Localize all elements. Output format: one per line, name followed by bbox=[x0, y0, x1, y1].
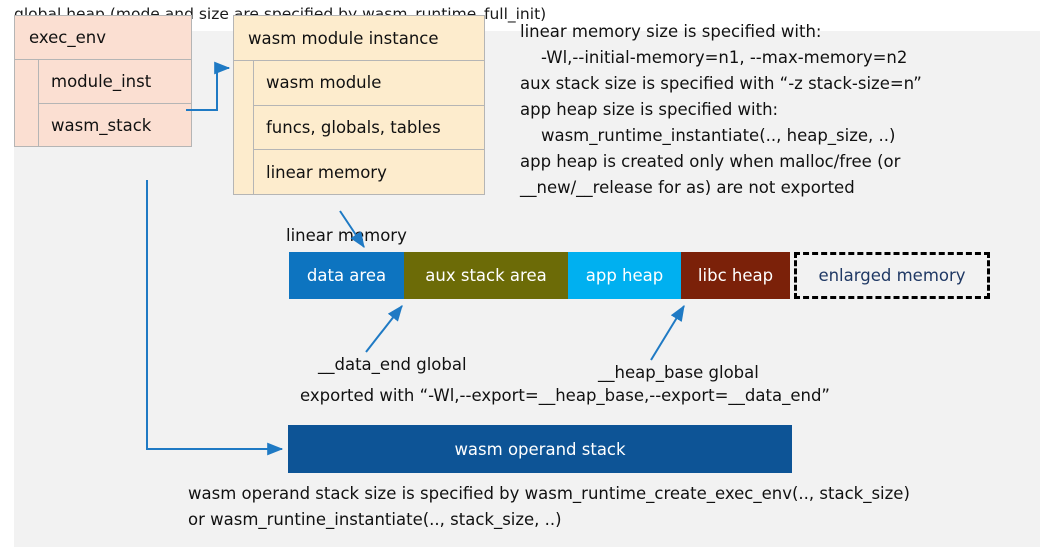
module-instance-field-funcs-globals-tables: funcs, globals, tables bbox=[254, 106, 484, 151]
exec-env-field-wasm-stack: wasm_stack bbox=[51, 115, 152, 135]
module-instance-fields: wasm module funcs, globals, tables linea… bbox=[254, 61, 484, 195]
module-instance-header: wasm module instance bbox=[234, 16, 484, 61]
memory-segment-aux-stack-area: aux stack area bbox=[404, 252, 568, 299]
linear-memory-bar-label: linear memory bbox=[286, 226, 407, 245]
exec-env-body: module_inst wasm_stack bbox=[15, 60, 191, 147]
wasm-operand-stack-bar: wasm operand stack bbox=[288, 425, 792, 473]
module-instance-field-wasm-module: wasm module bbox=[254, 61, 484, 106]
linear-memory-bar: data area aux stack area app heap libc h… bbox=[289, 252, 990, 299]
annotation-heap-base: __heap_base global bbox=[598, 363, 759, 382]
exec-env-header: exec_env bbox=[15, 16, 191, 60]
memory-segment-data-area: data area bbox=[289, 252, 404, 299]
linear-memory-notes: linear memory size is specified with: -W… bbox=[520, 22, 922, 197]
exec-env-fields: module_inst wasm_stack bbox=[39, 60, 191, 147]
module-instance-gutter bbox=[234, 61, 254, 195]
exec-env-field-module-inst: module_inst bbox=[39, 60, 191, 104]
module-instance-field-linear-memory: linear memory bbox=[266, 162, 387, 182]
memory-segment-app-heap: app heap bbox=[568, 252, 681, 299]
module-instance-body: wasm module funcs, globals, tables linea… bbox=[234, 61, 484, 195]
wasm-module-instance-box: wasm module instance wasm module funcs, … bbox=[233, 15, 485, 195]
exec-env-box: exec_env module_inst wasm_stack bbox=[14, 15, 192, 147]
memory-segment-enlarged-memory: enlarged memory bbox=[794, 252, 990, 299]
annotation-export-line: exported with “-Wl,--export=__heap_base,… bbox=[300, 386, 830, 405]
operand-stack-footnote: wasm operand stack size is specified by … bbox=[188, 484, 910, 529]
exec-env-gutter bbox=[15, 60, 39, 147]
memory-segment-libc-heap: libc heap bbox=[681, 252, 790, 299]
annotation-data-end: __data_end global bbox=[318, 355, 467, 374]
